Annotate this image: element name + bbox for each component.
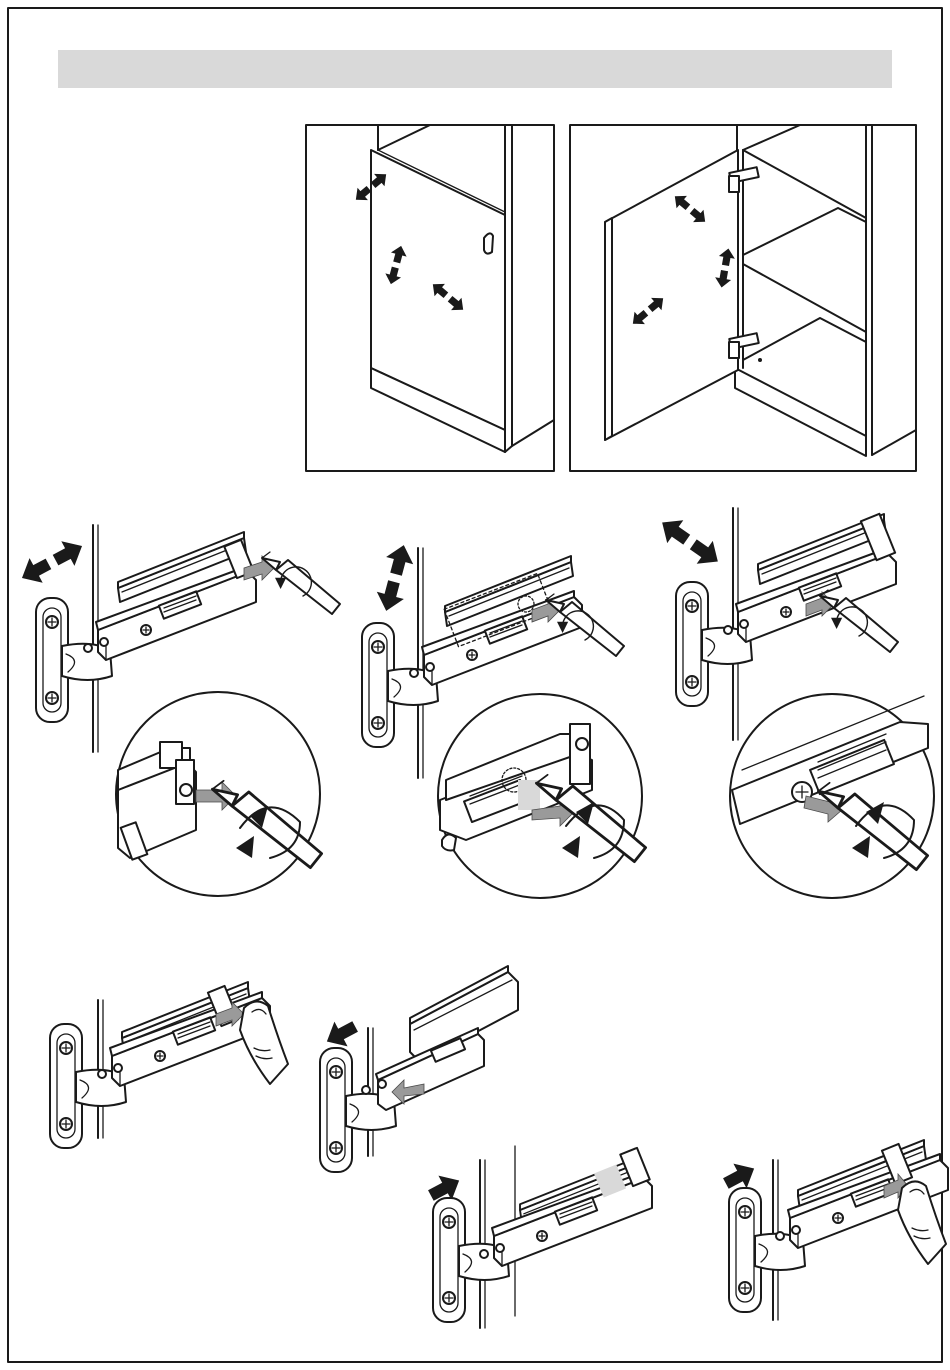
double-arrow-icon — [654, 511, 726, 573]
step-hinge-detach — [320, 966, 518, 1172]
double-arrow-icon — [15, 534, 88, 591]
step-hinge-release — [50, 982, 288, 1148]
step-depth-adjustment — [654, 508, 934, 898]
step-hinge-attach — [424, 1146, 652, 1328]
step-hinge-lock — [719, 1140, 948, 1320]
open-door-panel — [570, 125, 916, 471]
closed-door-panel — [306, 125, 554, 471]
step-side-adjustment — [15, 525, 340, 896]
step-height-adjustment — [362, 542, 646, 898]
hand-icon — [240, 1001, 288, 1084]
double-arrow-icon — [373, 542, 418, 615]
screwdriver-icon — [262, 552, 340, 614]
header-bar — [58, 50, 892, 88]
